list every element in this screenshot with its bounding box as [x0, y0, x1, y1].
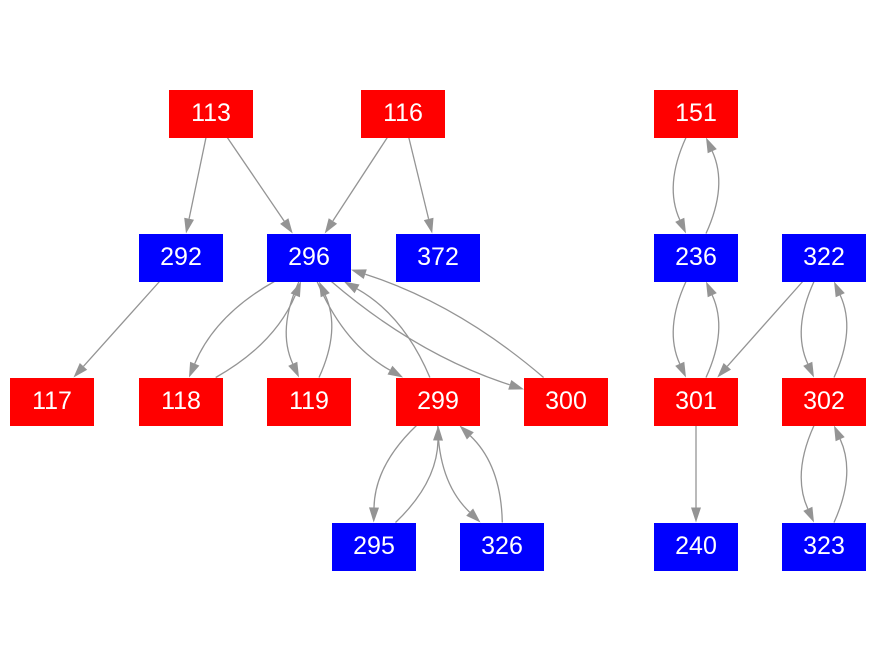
node-372: 372 — [396, 233, 480, 282]
node-323: 323 — [782, 522, 866, 571]
edge-296-119-line — [285, 281, 300, 365]
edge-116-296-arrowhead — [324, 218, 338, 234]
edge-296-299-line — [316, 281, 391, 371]
edge-301-236-line — [705, 294, 720, 378]
edge-296-300-arrowhead — [508, 380, 524, 390]
edge-301-240-arrowhead — [691, 507, 701, 523]
edge-323-302-line — [833, 438, 848, 523]
node-301: 301 — [654, 377, 738, 426]
edge-326-299-line — [469, 435, 503, 523]
edge-299-326-line — [437, 425, 471, 513]
edge-299-295-arrowhead — [369, 507, 379, 523]
node-113: 113 — [169, 89, 253, 138]
edge-295-299-arrowhead — [433, 425, 443, 441]
edge-236-301-arrowhead — [675, 361, 686, 378]
edge-301-236-arrowhead — [706, 281, 717, 298]
edge-322-302-line — [800, 281, 815, 365]
edge-116-372-arrowhead — [423, 217, 434, 234]
node-326: 326 — [460, 522, 544, 571]
edge-236-301-line — [672, 281, 687, 365]
edge-302-323-arrowhead — [803, 506, 814, 523]
node-118: 118 — [139, 377, 223, 426]
edge-119-296-arrowhead — [319, 281, 330, 298]
edge-322-302-arrowhead — [803, 361, 814, 378]
edge-151-236-line — [672, 137, 687, 221]
edge-118-296-line — [215, 295, 296, 379]
edge-292-117-arrowhead — [73, 363, 88, 378]
node-236: 236 — [654, 233, 738, 282]
edge-292-117-line — [83, 281, 160, 367]
edge-302-322-arrowhead — [834, 281, 845, 298]
edge-296-118-line — [194, 280, 275, 364]
node-295: 295 — [332, 522, 416, 571]
node-240: 240 — [654, 522, 738, 571]
edge-300-296-line — [365, 273, 545, 378]
edge-323-302-arrowhead — [834, 425, 845, 442]
edge-322-301-line — [726, 281, 804, 367]
node-119: 119 — [267, 377, 351, 426]
edge-299-296-arrowhead — [343, 281, 360, 294]
edge-118-296-arrowhead — [290, 281, 301, 298]
node-302: 302 — [782, 377, 866, 426]
node-292: 292 — [139, 233, 223, 282]
node-117: 117 — [10, 377, 94, 426]
edge-296-119-arrowhead — [288, 361, 299, 378]
edge-119-296-line — [318, 294, 333, 378]
edge-322-301-arrowhead — [717, 363, 731, 378]
edge-113-292-line — [188, 137, 207, 219]
node-300: 300 — [524, 377, 608, 426]
edge-299-295-line — [373, 425, 417, 508]
edge-295-299-line — [395, 440, 439, 523]
edge-151-236-arrowhead — [675, 217, 686, 234]
edge-302-323-line — [800, 425, 815, 510]
edge-113-296-arrowhead — [280, 218, 293, 234]
edge-113-296-line — [226, 137, 285, 222]
node-151: 151 — [654, 89, 738, 138]
node-299: 299 — [396, 377, 480, 426]
edge-236-151-arrowhead — [706, 137, 717, 154]
edge-116-296-line — [332, 137, 388, 222]
edge-300-296-arrowhead — [351, 269, 367, 279]
edge-326-299-arrowhead — [459, 425, 474, 440]
edge-296-300-line — [330, 281, 510, 386]
edge-296-299-arrowhead — [387, 365, 404, 378]
node-116: 116 — [361, 89, 445, 138]
edge-299-296-line — [356, 288, 431, 378]
edge-113-292-arrowhead — [184, 217, 194, 234]
edge-296-118-arrowhead — [189, 361, 200, 378]
edge-116-372-line — [408, 137, 430, 220]
edge-302-322-line — [833, 294, 848, 378]
node-296: 296 — [267, 233, 351, 282]
edge-236-151-line — [705, 150, 720, 234]
node-322: 322 — [782, 233, 866, 282]
edge-299-326-arrowhead — [466, 508, 481, 523]
